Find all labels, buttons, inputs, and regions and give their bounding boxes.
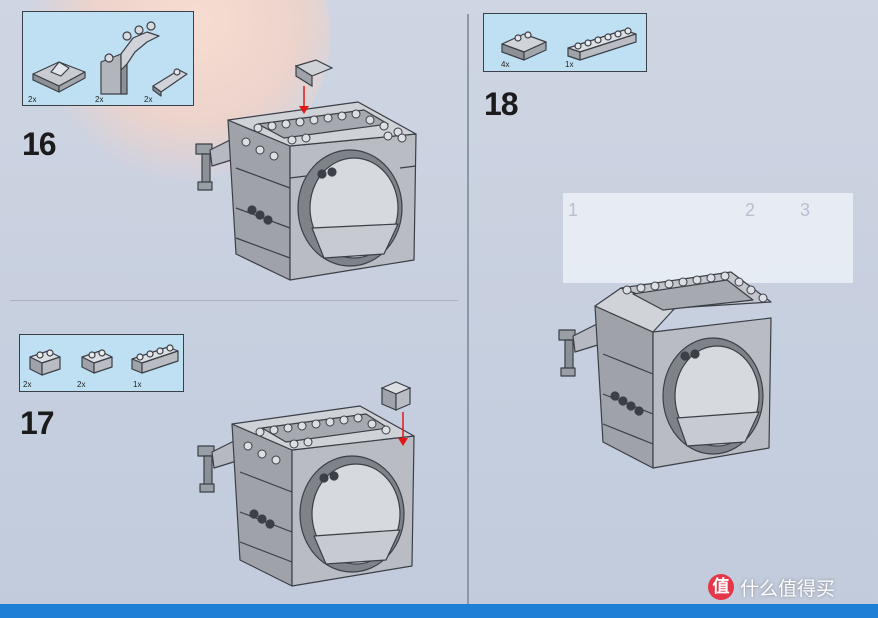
model-assembly-step-16 — [195, 59, 417, 281]
faint-number: 1 — [568, 200, 579, 220]
bottom-color-bar — [0, 604, 878, 618]
model-assembly-step-17 — [197, 381, 415, 587]
slope-brick-icon — [32, 61, 86, 93]
parts-callout-step-17: 2x 2x 1x — [19, 334, 184, 392]
wedge-slope-icon — [152, 68, 188, 97]
plate-1x6-icon — [567, 27, 637, 61]
parts-illustration — [32, 21, 188, 97]
brick-1x4-icon — [131, 344, 179, 374]
step-number: 18 — [484, 86, 519, 122]
faint-number: 2 — [745, 200, 756, 220]
model-assembly-step-18 — [558, 271, 772, 469]
technic-hole-brick-icon — [29, 349, 61, 376]
quantity-label: 2x — [23, 380, 32, 389]
faint-number: 3 — [800, 200, 811, 220]
quantity-label: 2x — [144, 95, 153, 104]
parts-illustration — [29, 344, 179, 376]
slope-brick-icon — [501, 31, 547, 61]
arch-brick-icon — [100, 21, 160, 95]
watermark-text: 什么值得买 — [740, 579, 836, 600]
quantity-label: 2x — [28, 95, 37, 104]
page-divider — [467, 14, 469, 604]
watermark-logo: 值 — [708, 574, 734, 600]
quantity-label: 1x — [133, 380, 142, 389]
faint-background-panel — [563, 193, 853, 283]
parts-callout-step-16: 2x 2x 2x — [22, 11, 194, 106]
quantity-label: 1x — [565, 60, 574, 69]
step-number: 17 — [20, 405, 55, 441]
brick-1x2-icon — [81, 349, 113, 374]
section-divider — [10, 300, 458, 301]
quantity-label: 2x — [77, 380, 86, 389]
parts-callout-step-18: 4x 1x — [483, 13, 647, 72]
step-number: 16 — [22, 126, 57, 162]
quantity-label: 2x — [95, 95, 104, 104]
parts-illustration — [501, 27, 637, 61]
quantity-label: 4x — [501, 60, 510, 69]
